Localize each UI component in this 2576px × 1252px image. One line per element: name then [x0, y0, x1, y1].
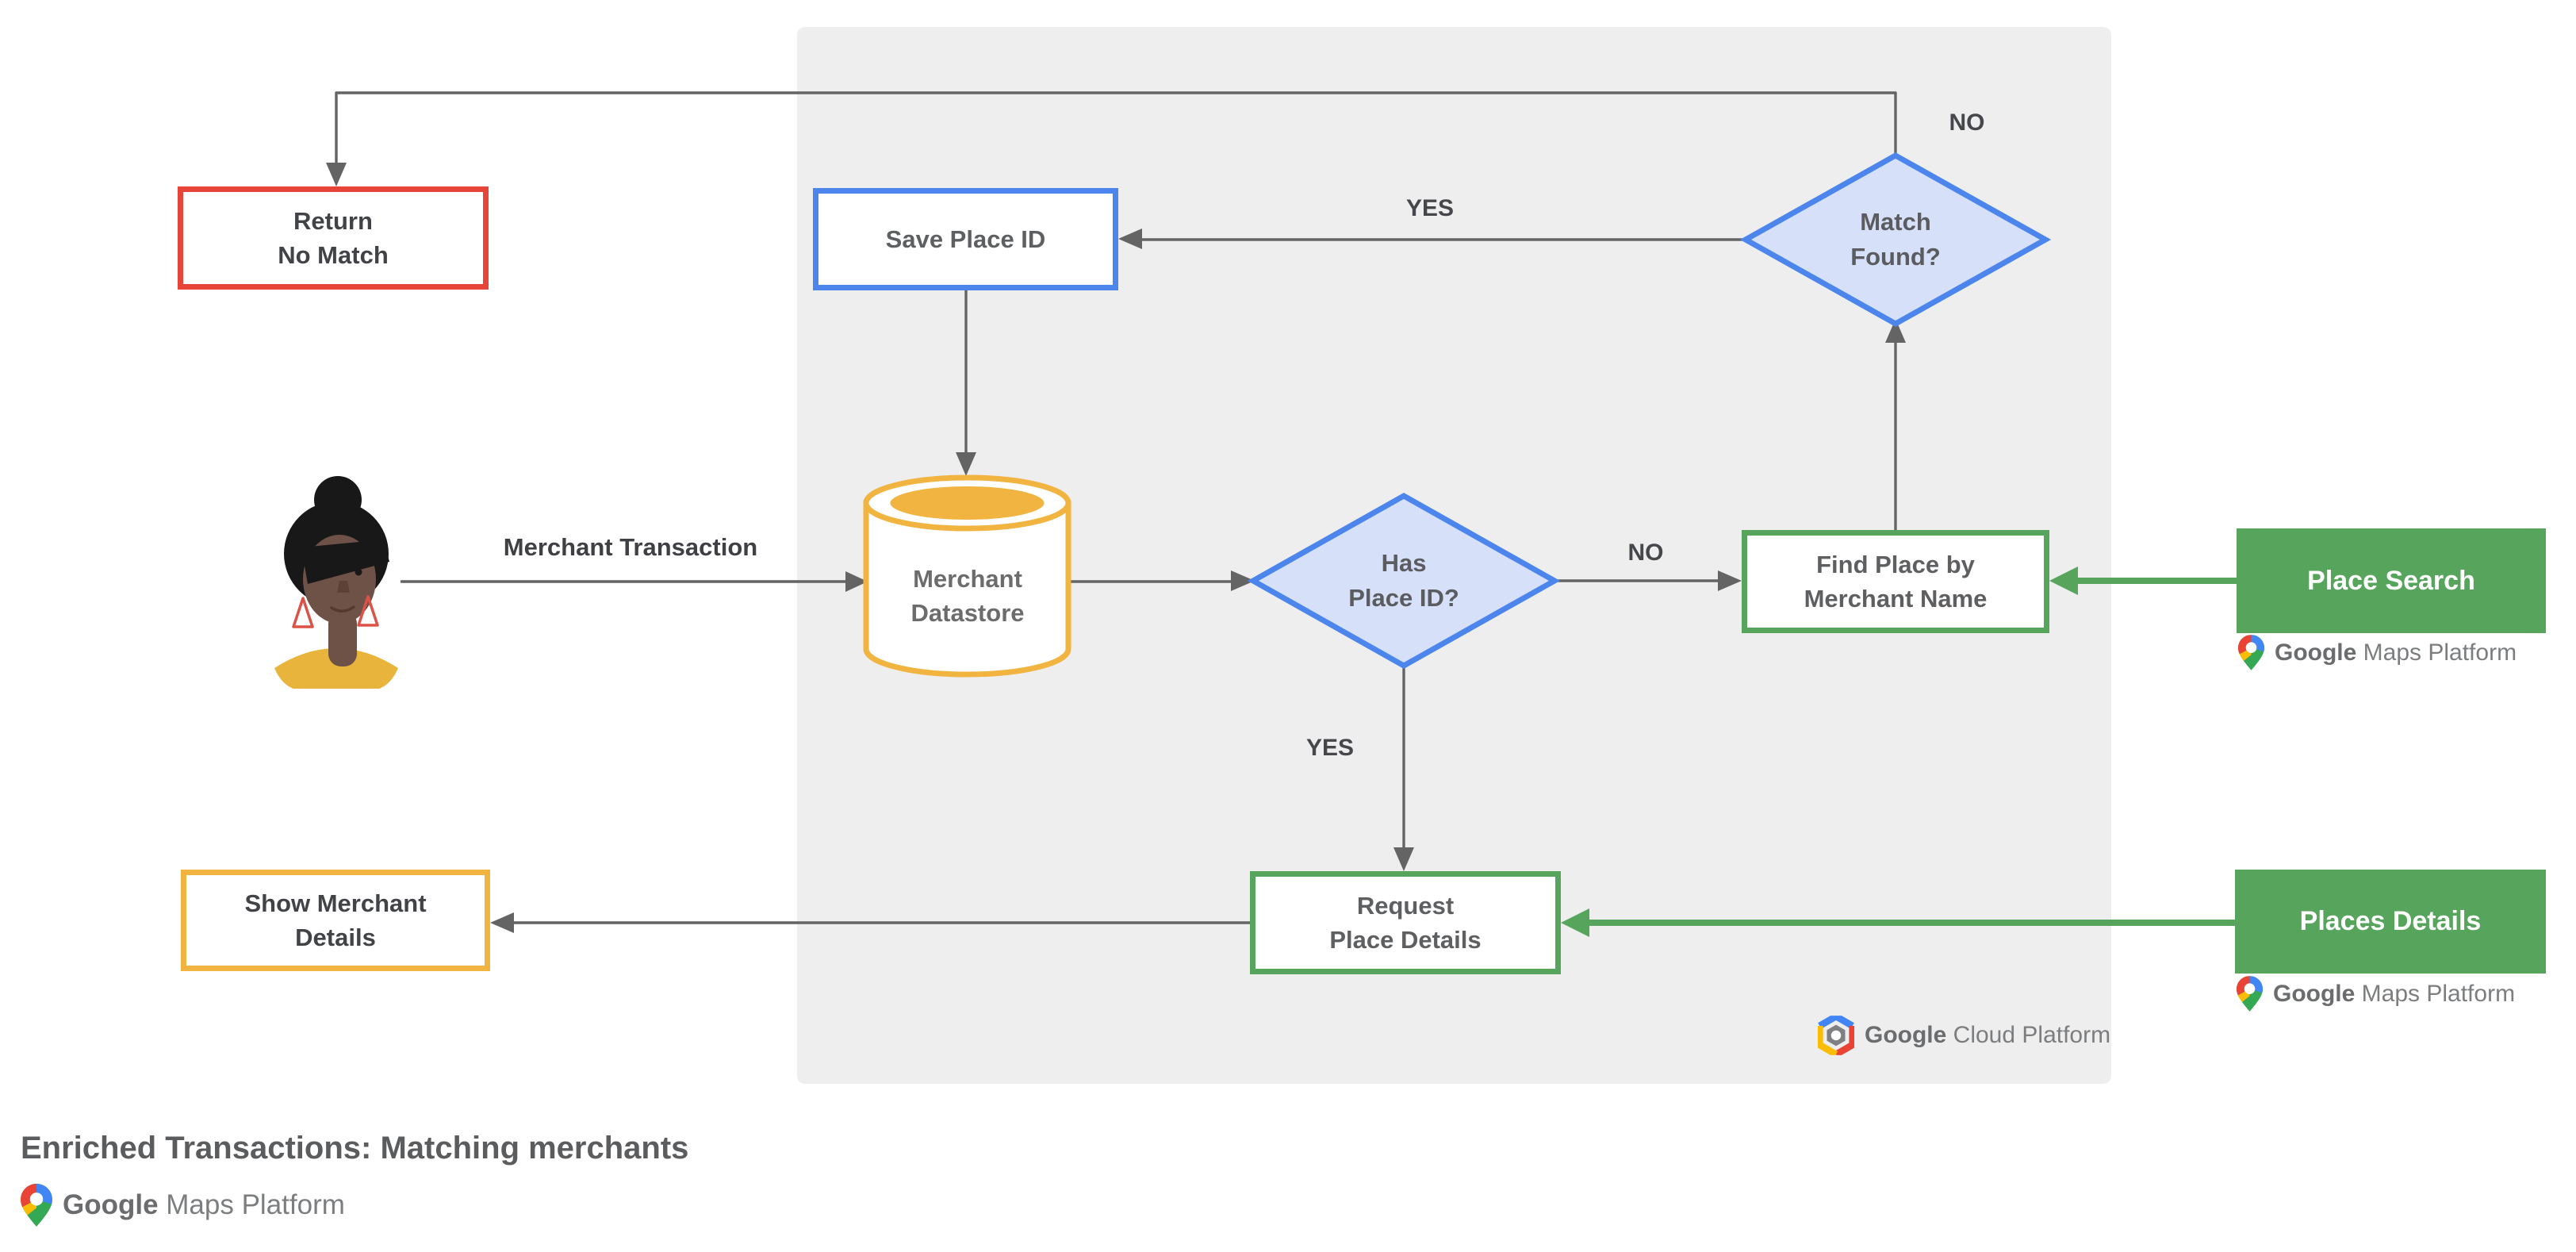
maps-pin-icon: [21, 1184, 52, 1227]
cloud-hexagon-icon: [1818, 1016, 1854, 1055]
gray-connectors: [335, 91, 1897, 924]
gmp-logo-footer: Google Maps Platform: [21, 1184, 345, 1227]
merchant-user-avatar: [274, 476, 398, 689]
diagram-title: Enriched Transactions: Matching merchant…: [21, 1131, 689, 1166]
show-merchant-details-label-2: Details: [295, 924, 376, 951]
match-found-yes-label: YES: [1405, 195, 1455, 221]
green-connectors: [1588, 578, 2237, 926]
return-no-match-label-1: Return: [293, 207, 373, 235]
gmp-logo-places-details: Google Maps Platform: [2237, 976, 2515, 1012]
request-place-details-label-1: Request: [1356, 892, 1455, 920]
return-no-match-box: Return No Match: [178, 186, 489, 290]
arrow-matchfound-no: [335, 91, 1897, 164]
place-search-label: Place Search: [2307, 565, 2475, 596]
find-place-box: Find Place by Merchant Name: [1742, 530, 2049, 633]
places-details-api-box: Places Details: [2235, 870, 2546, 974]
find-place-label-2: Merchant Name: [1804, 585, 1988, 613]
gmp-logo-place-search: Google Maps Platform: [2238, 635, 2517, 670]
places-details-label: Places Details: [2299, 906, 2482, 936]
avatar-earring-left: [292, 597, 314, 628]
save-place-id-label: Save Place ID: [885, 225, 1046, 253]
match-found-diamond: [1739, 152, 2052, 328]
gmp-logo-text: Google Maps Platform: [2273, 980, 2516, 1007]
avatar-shoulders: [274, 648, 398, 689]
request-place-details-box: Request Place Details: [1250, 871, 1561, 974]
avatar-neck: [328, 611, 357, 666]
maps-pin-icon: [2238, 635, 2264, 670]
has-place-id-diamond: [1247, 492, 1561, 670]
merchant-datastore-cylinder: [863, 474, 1071, 678]
avatar-earring-right: [357, 595, 379, 627]
gmp-logo-text: Google Maps Platform: [2275, 639, 2517, 666]
merchant-transaction-label: Merchant Transaction: [503, 533, 758, 561]
gcp-logo-text: Google Cloud Platform: [1865, 1022, 2111, 1048]
has-place-id-label: Has Place ID?: [1348, 549, 1459, 612]
merchant-datastore-label: Merchant Datastore: [910, 565, 1025, 627]
place-search-api-box: Place Search: [2237, 528, 2546, 633]
gmp-logo-text: Google Maps Platform: [63, 1189, 345, 1220]
show-merchant-details-box: Show Merchant Details: [181, 870, 490, 971]
gcp-logo: Google Cloud Platform: [1818, 1016, 2110, 1055]
avatar-nose: [337, 581, 350, 593]
gray-arrowheads: [326, 163, 1906, 933]
show-merchant-details-label-1: Show Merchant: [244, 889, 427, 917]
has-place-id-yes-label: YES: [1305, 735, 1355, 761]
request-place-details-label-2: Place Details: [1329, 926, 1482, 954]
match-found-label: Match Found?: [1850, 208, 1941, 271]
green-arrowheads: [1561, 566, 2078, 937]
return-no-match-label-2: No Match: [278, 241, 389, 269]
maps-pin-icon: [2237, 976, 2263, 1012]
find-place-label-1: Find Place by: [1816, 551, 1975, 578]
has-place-id-no-label: NO: [1627, 540, 1664, 566]
match-found-no-label: NO: [1949, 109, 1985, 136]
save-place-id-box: Save Place ID: [813, 188, 1118, 290]
